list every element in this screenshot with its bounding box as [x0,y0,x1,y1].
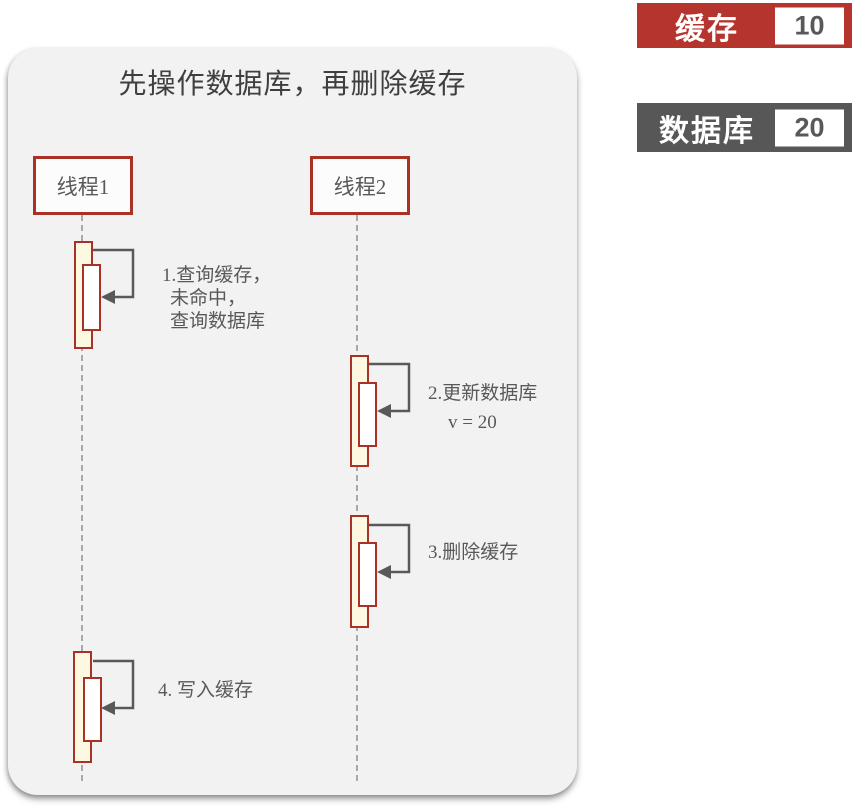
legend-cache-value: 10 [794,10,825,40]
note-step2-line2: v = 20 [448,412,497,433]
note-step4: 4. 写入缓存 [158,679,253,702]
note-step1: 1.查询缓存， 未命中， 查询数据库 [162,264,271,333]
legend-database-value-box: 20 [775,109,844,146]
note-step2: 2.更新数据库 v = 20 [428,379,537,437]
note-step3-line1: 3.删除缓存 [428,542,519,563]
note-step1-line3: 查询数据库 [170,311,266,332]
note-step4-line1: 4. 写入缓存 [158,680,254,701]
note-step2-line1: 2.更新数据库 [428,383,538,404]
self-loop-arrow-step1 [93,248,135,304]
lifeline-thread1 [81,215,83,781]
actor-thread2-label: 线程2 [333,174,387,199]
legend-cache: 缓存 10 [637,3,852,48]
legend-database-label: 数据库 [659,114,755,148]
legend-cache-value-box: 10 [775,7,844,44]
legend-database-value: 20 [794,112,825,142]
self-loop-arrow-step2 [369,362,411,418]
actor-thread2: 线程2 [310,156,410,215]
self-loop-arrow-step3 [369,523,411,579]
actor-thread1: 线程1 [33,156,133,215]
legend-cache-label: 缓存 [675,12,739,46]
legend-database: 数据库 20 [637,103,852,152]
note-step1-line1: 1.查询缓存， [162,265,272,286]
self-loop-arrow-step4 [93,659,135,715]
lifeline-thread2 [356,215,358,781]
activation-step3-inner [358,542,377,607]
diagram-title: 先操作数据库，再删除缓存 [118,69,467,100]
activation-step2-inner [358,382,377,447]
note-step3: 3.删除缓存 [428,541,518,564]
activation-step1-inner [82,264,101,331]
note-step1-line2: 未命中， [170,288,247,309]
actor-thread1-label: 线程1 [56,174,110,199]
activation-step4-inner [83,677,102,742]
